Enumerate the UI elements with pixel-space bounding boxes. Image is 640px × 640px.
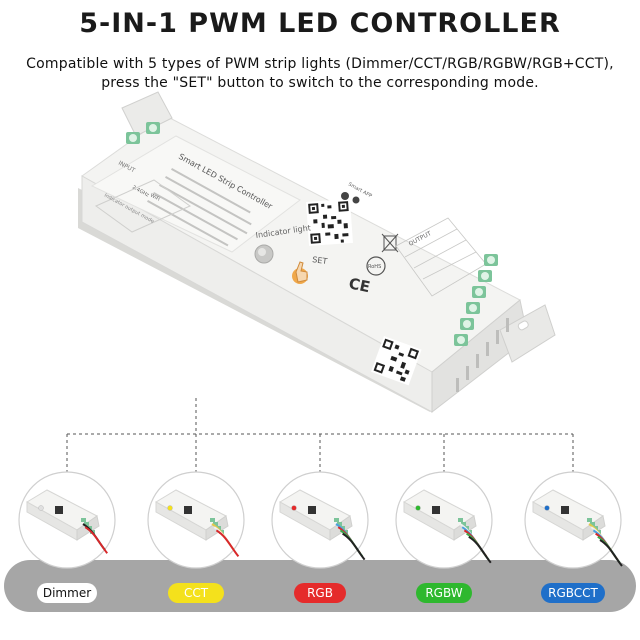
mini-terminal	[210, 518, 215, 522]
apple-icon	[341, 192, 349, 200]
app-label: Smart APP	[347, 182, 373, 200]
mini-terminal	[590, 522, 595, 526]
mode-thumbnail-rgbcct	[524, 471, 623, 569]
output-terminals	[454, 254, 498, 346]
mini-qr-code	[55, 506, 63, 514]
mode-label-dimmer: Dimmer	[37, 583, 97, 603]
manual-qr-code	[371, 336, 422, 386]
mini-terminal	[587, 518, 592, 522]
mode-label-rgb: RGB	[294, 583, 346, 603]
mode-indicator-dot	[167, 505, 173, 511]
subtitle-line-1: Compatible with 5 types of PWM strip lig…	[26, 56, 614, 72]
output-wire	[468, 535, 492, 564]
weee-bin-icon	[383, 235, 397, 251]
output-wire	[342, 532, 366, 561]
mini-qr-code	[561, 506, 569, 514]
pointing-hand-icon	[295, 261, 308, 283]
connector-lines	[66, 398, 574, 478]
subtitle-line-2: press the "SET" button to switch to the …	[101, 75, 539, 91]
mini-terminal	[337, 522, 342, 526]
mini-terminal	[334, 518, 339, 522]
ce-mark: CE	[347, 274, 372, 296]
mini-terminal	[84, 522, 89, 526]
rohs-badge	[366, 256, 386, 276]
rohs-label: RoHS	[368, 264, 381, 270]
side-vents	[456, 318, 509, 392]
page-title: 5-IN-1 PWM LED CONTROLLER	[79, 8, 561, 39]
mini-qr-code	[184, 506, 192, 514]
main-controller: Smart LED Strip Controller INPUT Indicat…	[78, 91, 556, 414]
output-wire	[84, 526, 108, 554]
output-wire	[215, 529, 240, 558]
mini-qr-code	[308, 506, 316, 514]
mount-flange-left	[121, 91, 173, 137]
mount-flange-right	[499, 304, 556, 363]
wifi-label: WiFi	[149, 193, 161, 203]
output-wire	[599, 539, 623, 567]
mode-thumbnail-rgb	[271, 471, 369, 569]
mode-label-cct: CCT	[168, 583, 224, 603]
indicator-mode-table	[95, 179, 191, 233]
mode-label-rgbcct: RGBCCT	[541, 583, 605, 603]
mini-qr-code	[432, 506, 440, 514]
mini-terminal	[458, 518, 463, 522]
set-button-label: SET	[312, 255, 328, 266]
mode-indicator-dot	[291, 505, 297, 511]
app-qr-code	[306, 198, 353, 246]
mode-thumbnails	[18, 471, 623, 569]
mode-indicator-dot	[38, 505, 44, 511]
mini-terminal	[213, 522, 218, 526]
input-terminals	[126, 122, 160, 144]
android-icon	[352, 196, 360, 204]
mode-thumbnail-dimmer	[18, 471, 116, 569]
mode-indicator-dot	[544, 505, 550, 511]
mode-indicator-dot	[415, 505, 421, 511]
mode-thumbnail-rgbw	[395, 471, 493, 569]
mode-label-rgbw: RGBW	[416, 583, 472, 603]
label-spec-lines	[147, 167, 252, 247]
mini-terminal	[81, 518, 86, 522]
mode-thumbnail-cct	[147, 471, 245, 569]
mini-terminal	[461, 522, 466, 526]
